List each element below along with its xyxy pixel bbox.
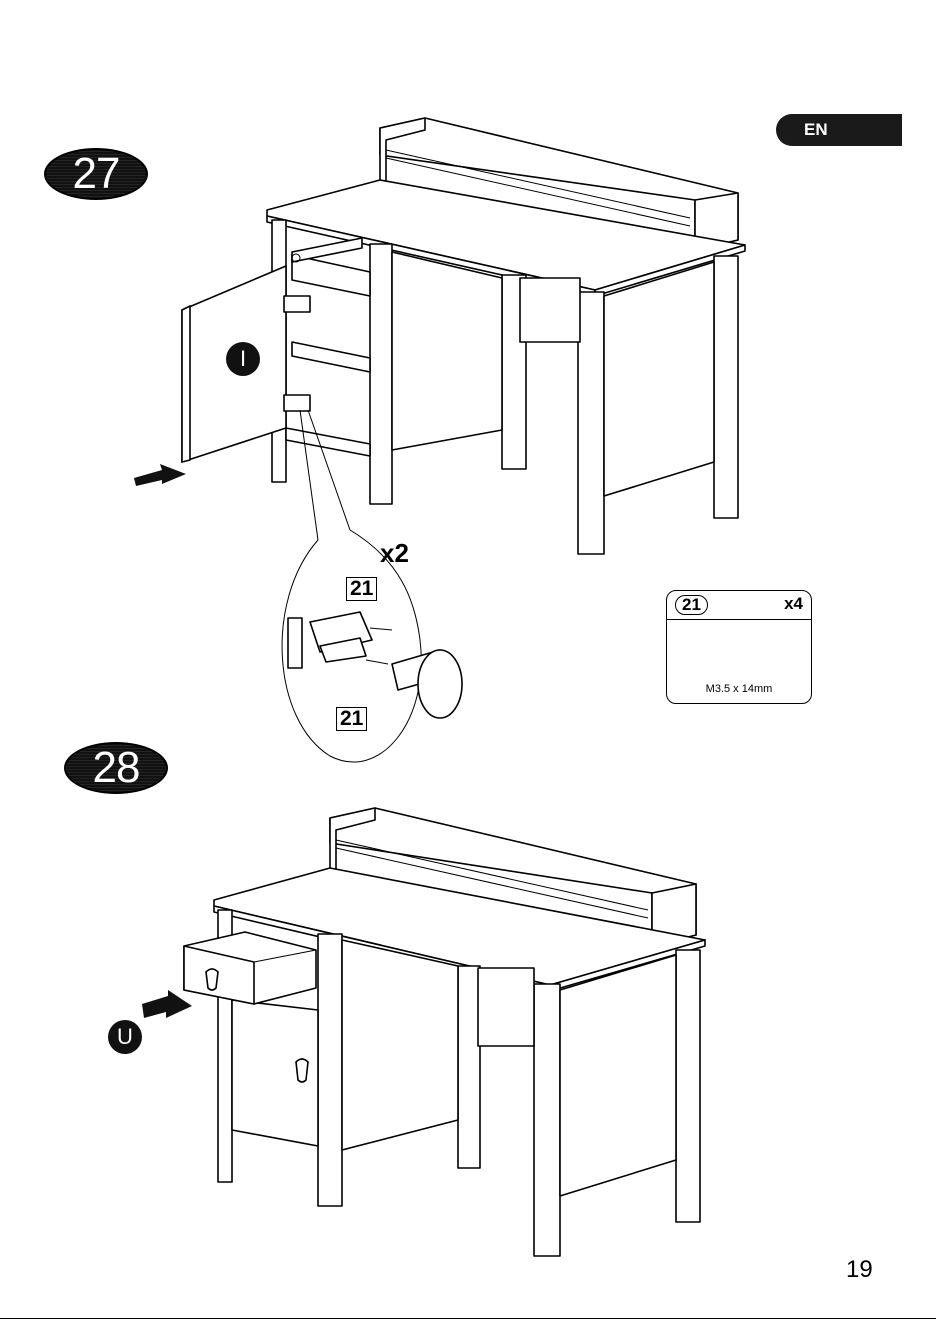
callout-label-bottom: 21 bbox=[336, 707, 367, 731]
page-number: 19 bbox=[846, 1256, 873, 1284]
footer-divider bbox=[0, 1318, 936, 1319]
callout-label-top: 21 bbox=[346, 577, 377, 601]
language-tab: EN bbox=[776, 114, 902, 146]
step-27-badge: 27 bbox=[44, 148, 148, 200]
hardware-description: M3.5 x 14mm bbox=[667, 683, 811, 695]
step-28-badge: 28 bbox=[64, 742, 168, 794]
hardware-divider bbox=[667, 619, 811, 620]
hardware-quantity: x4 bbox=[784, 594, 803, 614]
part-letter-u: U bbox=[108, 1020, 142, 1054]
part-letter-i: I bbox=[226, 342, 260, 376]
hardware-id: 21 bbox=[675, 595, 708, 615]
hardware-box: 21 x4 M3.5 x 14mm bbox=[666, 590, 812, 704]
step27-desk-drawing bbox=[134, 118, 745, 554]
zoom-quantity: x2 bbox=[380, 538, 409, 569]
step28-desk-drawing bbox=[142, 808, 705, 1256]
